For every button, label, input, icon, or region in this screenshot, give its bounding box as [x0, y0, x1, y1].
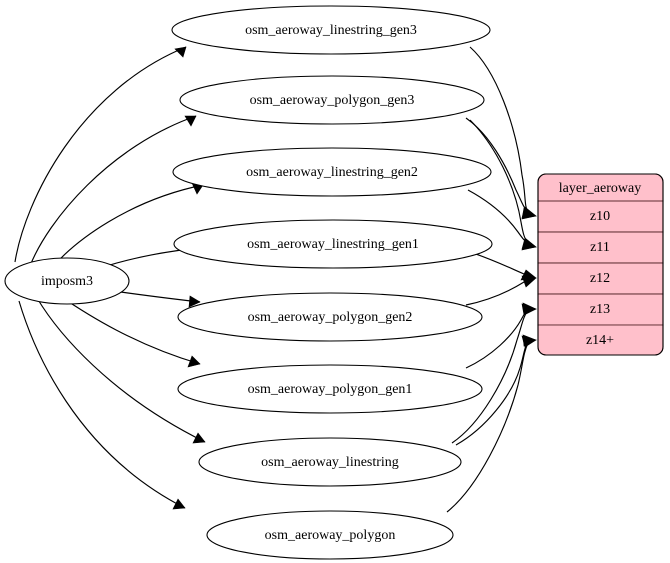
node-osm-aeroway-polygon-gen1[interactable]: osm_aeroway_polygon_gen1: [177, 364, 483, 414]
layer-aeroway-header-label: layer_aeroway: [559, 181, 641, 196]
node-osm-aeroway-linestring-gen1-label: osm_aeroway_linestring_gen1: [247, 237, 419, 252]
edge-linestring-to-z13: [451, 303, 537, 444]
node-osm-aeroway-polygon-gen2[interactable]: osm_aeroway_polygon_gen2: [177, 292, 483, 342]
node-osm-aeroway-polygon-gen3-label: osm_aeroway_polygon_gen3: [250, 93, 415, 108]
node-osm-aeroway-linestring-gen3-label: osm_aeroway_linestring_gen3: [245, 23, 417, 38]
edge-linestring-gen3-to-z10: [469, 46, 537, 220]
edge-group-tables-to-layer: [446, 46, 537, 513]
edge-imposm3-to-polygon-gen1: [59, 295, 201, 368]
node-imposm3-label: imposm3: [41, 274, 93, 289]
edge-polygon-to-z14: [446, 335, 537, 513]
layer-aeroway-row-z13-label: z13: [590, 302, 610, 317]
node-osm-aeroway-polygon[interactable]: osm_aeroway_polygon: [206, 510, 454, 560]
node-osm-aeroway-polygon-gen1-label: osm_aeroway_polygon_gen1: [248, 382, 413, 397]
node-osm-aeroway-linestring-gen2-label: osm_aeroway_linestring_gen2: [246, 165, 418, 180]
edge-imposm3-to-polygon: [18, 300, 186, 510]
layer-aeroway-row-z11-label: z11: [590, 240, 610, 255]
edge-imposm3-to-linestring-gen3: [14, 46, 187, 263]
node-osm-aeroway-polygon-gen2-label: osm_aeroway_polygon_gen2: [248, 310, 413, 325]
edge-polygon-gen3-to-z11: [469, 119, 537, 250]
layer-aeroway-outline: [537, 173, 664, 356]
layer-aeroway-row-z10-label: z10: [590, 209, 610, 224]
node-osm-aeroway-linestring-label: osm_aeroway_linestring: [261, 455, 399, 470]
edge-polygon-gen2-to-z12: [465, 275, 537, 306]
edge-imposm3-to-linestring-gen2: [49, 182, 204, 271]
node-imposm3[interactable]: imposm3: [4, 257, 130, 305]
edge-imposm3-to-linestring: [36, 297, 206, 444]
node-osm-aeroway-linestring-gen3[interactable]: osm_aeroway_linestring_gen3: [171, 5, 491, 55]
edge-polygon-gen3-to-z10: [465, 117, 537, 219]
edge-imposm3-to-polygon-gen3: [29, 115, 197, 267]
node-osm-aeroway-polygon-label: osm_aeroway_polygon: [265, 528, 396, 543]
edge-linestring-gen2-to-z11: [467, 189, 537, 251]
layer-aeroway-row-z10-cell[interactable]: [537, 200, 664, 233]
node-osm-aeroway-linestring-gen1[interactable]: osm_aeroway_linestring_gen1: [173, 219, 493, 269]
edge-linestring-gen1-to-z12: [469, 251, 537, 281]
layer-aeroway-row-z14-label: z14+: [586, 333, 614, 348]
node-osm-aeroway-linestring[interactable]: osm_aeroway_linestring: [198, 437, 462, 487]
node-osm-aeroway-polygon-gen3[interactable]: osm_aeroway_polygon_gen3: [179, 75, 485, 125]
layer-aeroway-row-z12-label: z12: [590, 271, 610, 286]
node-layer-aeroway-table[interactable]: layer_aeroway z10 z11 z12 z13 z14+: [537, 173, 664, 356]
node-osm-aeroway-linestring-gen2[interactable]: osm_aeroway_linestring_gen2: [172, 147, 492, 197]
